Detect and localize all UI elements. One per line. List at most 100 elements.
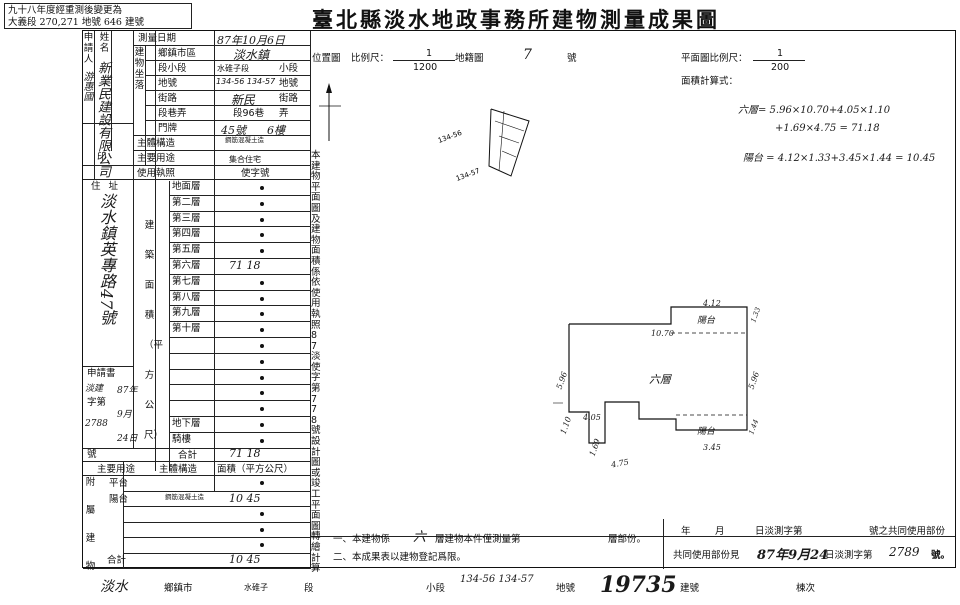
floor-area-group-label: 建築面積（平方公尺） bbox=[144, 220, 164, 441]
building-number-label: 建號 bbox=[680, 583, 700, 594]
decimal-point-mark bbox=[260, 481, 264, 485]
apply-doc-year: 87年 bbox=[117, 386, 138, 396]
rezoning-note-line1: 九十八年度經重測後變更為 bbox=[8, 5, 123, 16]
bottom-subsection-label: 小段 bbox=[426, 583, 446, 594]
decimal-point-mark bbox=[260, 391, 264, 396]
town-value: 淡水鎮 bbox=[233, 48, 270, 62]
floor-plan-drawing bbox=[553, 306, 748, 444]
applicant-label: 申請人 bbox=[83, 32, 94, 65]
structure-value: 鋼筋混凝土造 bbox=[225, 136, 264, 144]
section-value: 水碓子段 bbox=[217, 64, 249, 73]
decimal-point-mark bbox=[260, 423, 264, 427]
bottom-lot-value: 134-56 134-57 bbox=[460, 574, 534, 585]
apply-doc-label: 申請書 bbox=[87, 368, 116, 379]
cadastral-sheet-suffix: 號 bbox=[567, 53, 577, 64]
decimal-point-mark bbox=[260, 296, 264, 301]
lane-label: 段巷弄 bbox=[158, 108, 187, 119]
location-sketch: 134-56 134-57 bbox=[319, 83, 530, 183]
floor-row-label: 地下層 bbox=[172, 418, 201, 429]
floor-value: 6樓 bbox=[267, 124, 285, 137]
use-label: 主要用途 bbox=[137, 153, 176, 164]
apply-doc-month: 9月 bbox=[117, 410, 132, 420]
location-map-scale-num: 1 bbox=[426, 48, 433, 59]
svg-text:134-57: 134-57 bbox=[455, 167, 481, 183]
annex-row-use: 平台 bbox=[109, 478, 129, 489]
location-label: 建物坐落 bbox=[134, 47, 145, 91]
shared-tail: 號之共同使用部份 bbox=[869, 526, 946, 537]
location-map-label: 位置圖 bbox=[312, 53, 341, 64]
note1-prefix: 一、本建物係 bbox=[333, 534, 391, 545]
decimal-point-mark bbox=[260, 344, 264, 348]
door-label: 門牌 bbox=[158, 123, 178, 134]
door-value: 45號 bbox=[221, 124, 246, 137]
decimal-point-mark bbox=[260, 233, 264, 238]
decimal-point-mark bbox=[260, 312, 264, 317]
annex-struct-header: 主體構造 bbox=[159, 464, 198, 475]
page-title: 臺北縣淡水地政事務所建物測量成果圖 bbox=[312, 7, 720, 32]
location-map-scale-label: 比例尺： bbox=[351, 53, 390, 64]
apply-doc-number: 2788 bbox=[85, 419, 108, 429]
rezoning-note: 九十八年度經重測後變更為 大義段 270,271 地號 646 建號 bbox=[4, 3, 192, 29]
decimal-point-mark bbox=[260, 407, 264, 412]
shared-word: 日淡測字第 bbox=[755, 526, 803, 537]
cadastral-sheet-value: 7 bbox=[523, 47, 532, 63]
floor-row-label: 騎樓 bbox=[172, 433, 192, 445]
decimal-point-mark bbox=[260, 359, 264, 364]
floor-row-label: 第九層 bbox=[172, 307, 201, 319]
location-map-scale-den: 1200 bbox=[413, 62, 438, 73]
subsection-label: 小段 bbox=[279, 63, 299, 74]
dim-4-05: 4.05 bbox=[583, 413, 601, 422]
decimal-point-mark bbox=[260, 543, 264, 547]
lot-label: 地號 bbox=[158, 78, 178, 89]
decimal-point-mark bbox=[260, 375, 264, 380]
apply-doc-day: 24日 bbox=[117, 434, 138, 444]
plan-scale-label: 平面圖比例尺： bbox=[681, 53, 748, 64]
annex-total-value: 10 45 bbox=[229, 553, 261, 566]
area-calc-line1: 六層= 5.96×10.70+4.05×1.10 bbox=[738, 105, 891, 116]
area-calc-line3: 陽台 = 4.12×1.33+3.45×1.44 = 10.45 bbox=[743, 153, 936, 164]
permit-value: 使字號 bbox=[241, 168, 270, 179]
lot-value: 134-56 134-57 bbox=[216, 77, 276, 86]
seal-mark: 印 bbox=[97, 152, 107, 163]
shared-suffix: 號。 bbox=[931, 550, 951, 561]
dim-10-70: 10.70 bbox=[651, 329, 674, 338]
area-calc-line2: +1.69×4.75 = 71.18 bbox=[775, 123, 880, 134]
floor-row-label: 第三層 bbox=[172, 212, 201, 224]
note1-middle: 層建物本件僅測量第 bbox=[435, 534, 521, 545]
annex-row-area: 10 45 bbox=[229, 491, 261, 505]
note2: 二、本成果表以建物登記爲限。 bbox=[333, 552, 467, 563]
survey-date-value: 87年10月6日 bbox=[217, 34, 285, 47]
dim-4-12: 4.12 bbox=[703, 299, 721, 308]
street-value: 新民 bbox=[231, 93, 256, 107]
section-label: 段小段 bbox=[158, 63, 187, 74]
decimal-point-mark bbox=[260, 527, 264, 532]
floor-row-label: 第七層 bbox=[172, 275, 201, 287]
shared-word2: 日淡測字第 bbox=[825, 550, 873, 561]
survey-form: 申請人 姓名 新業民建設有限公司 游惠國 印 住址 淡水鎮英專路47號 測量日期… bbox=[81, 30, 956, 574]
floor-row-label: 地面層 bbox=[172, 181, 201, 192]
apply-doc-word: 字第 bbox=[87, 397, 107, 408]
floor-total-value: 71 18 bbox=[229, 447, 261, 460]
floor-row-label: 第八層 bbox=[172, 291, 201, 303]
annex-row-use: 陽台 bbox=[109, 493, 129, 505]
balcony-top-label: 陽台 bbox=[697, 316, 716, 326]
lane-suffix: 弄 bbox=[279, 108, 289, 119]
decimal-point-mark bbox=[260, 217, 264, 222]
bottom-section-label: 段 bbox=[304, 583, 314, 594]
note1-floor-count: 六 bbox=[413, 530, 427, 545]
lane-value: 段96巷 bbox=[233, 108, 265, 119]
svg-text:134-56: 134-56 bbox=[437, 129, 464, 145]
drawing-basis-note: 本建物平面圖及建物面積係依使用執照87淡使字第778號設計圖或竣工平面圖轉繪計算 bbox=[311, 150, 321, 575]
shared-date: 87年9月24 bbox=[757, 548, 829, 563]
decimal-point-mark bbox=[260, 512, 264, 516]
representative-name: 游惠國 bbox=[81, 71, 92, 101]
floor-row-label: 第四層 bbox=[172, 228, 201, 240]
plan-scale-num: 1 bbox=[777, 48, 784, 59]
bottom-lot-label: 地號 bbox=[556, 583, 576, 594]
use-value: 集合住宅 bbox=[229, 155, 261, 164]
shared-label: 共同使用部份見 bbox=[673, 550, 740, 561]
cadastral-sheet-label: 地籍圖 bbox=[455, 53, 484, 64]
name-label: 姓名 bbox=[99, 32, 110, 54]
balcony-bottom-label: 陽台 bbox=[697, 427, 716, 437]
address-label: 住址 bbox=[91, 181, 127, 192]
